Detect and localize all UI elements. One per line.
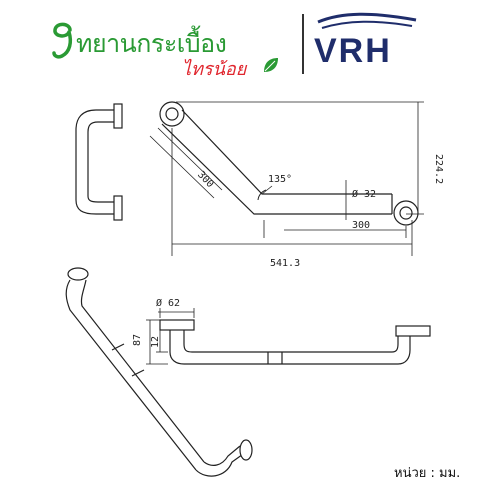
store-subname: ไทรน้อย [182, 59, 247, 80]
dim-projection: 87 [132, 334, 143, 346]
dim-angle: 135° [268, 174, 292, 185]
dimension-lines [149, 101, 424, 256]
unit-label: หน่วย : มม. [394, 466, 461, 481]
dim-overall-width: 541.3 [270, 258, 300, 269]
dim-horizontal-length: 300 [352, 220, 370, 231]
dim-flange-thickness: 12 [150, 336, 161, 348]
store-logo-mark [52, 22, 73, 59]
top-view [159, 101, 419, 226]
front-view [146, 308, 431, 365]
side-view [75, 103, 123, 221]
logo-divider [302, 14, 304, 74]
brand-logo: VRH [312, 10, 422, 76]
perspective-view [65, 267, 253, 477]
dim-height: 224.2 [433, 154, 444, 184]
store-logo: ทยานกระเบื้อง ไทรน้อย [50, 18, 290, 80]
brand-name: VRH [314, 32, 392, 70]
dim-tube-diameter: Ø 32 [352, 188, 376, 200]
dim-flange-diameter: Ø 62 [156, 297, 180, 309]
wave-icon [317, 12, 417, 29]
leaf-icon [264, 58, 278, 72]
store-name: ทยานกระเบื้อง [76, 29, 227, 58]
